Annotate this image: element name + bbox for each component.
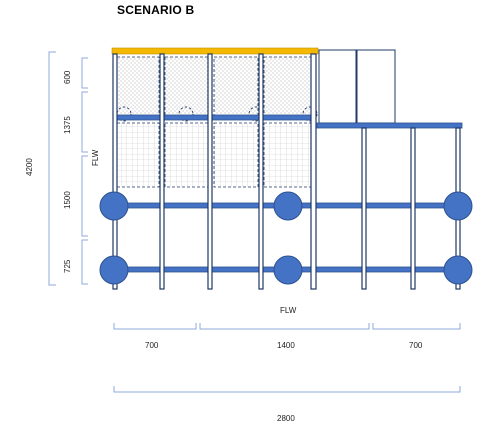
support-nodes (99, 191, 473, 285)
dashed-connection-markers (116, 106, 318, 122)
horizontal-dimension-braces (113, 323, 461, 393)
vertical-columns (112, 53, 461, 290)
node-left-lower (99, 255, 129, 285)
dim-width-700-right: 700 (409, 341, 423, 350)
dim-width-700-left: 700 (145, 341, 159, 350)
dim-total-width: 2800 (277, 414, 295, 423)
dim-width-1400: 1400 (277, 341, 295, 350)
upper-beam (116, 114, 314, 121)
node-right-middle (443, 191, 473, 221)
node-center-middle (273, 191, 303, 221)
node-right-lower (443, 255, 473, 285)
right-roof-beam (316, 122, 463, 129)
flw-label-vertical: FLW (91, 149, 100, 166)
dim-segment-1375: 1375 (63, 116, 72, 134)
node-center-lower (273, 255, 303, 285)
flw-label-horizontal: FLW (280, 306, 297, 315)
dotted-infill-panels (116, 56, 312, 119)
top-cap-beam (111, 47, 319, 55)
upper-right-boxes (318, 49, 396, 124)
diagram-title: SCENARIO B (117, 3, 195, 17)
dim-total-height: 4200 (25, 158, 34, 176)
dim-segment-725: 725 (63, 259, 72, 273)
dim-segment-600: 600 (63, 70, 72, 84)
grid-infill-panels (116, 122, 312, 188)
vertical-dimension-braces (48, 51, 88, 286)
node-left-middle (99, 191, 129, 221)
dim-segment-1500: 1500 (63, 191, 72, 209)
